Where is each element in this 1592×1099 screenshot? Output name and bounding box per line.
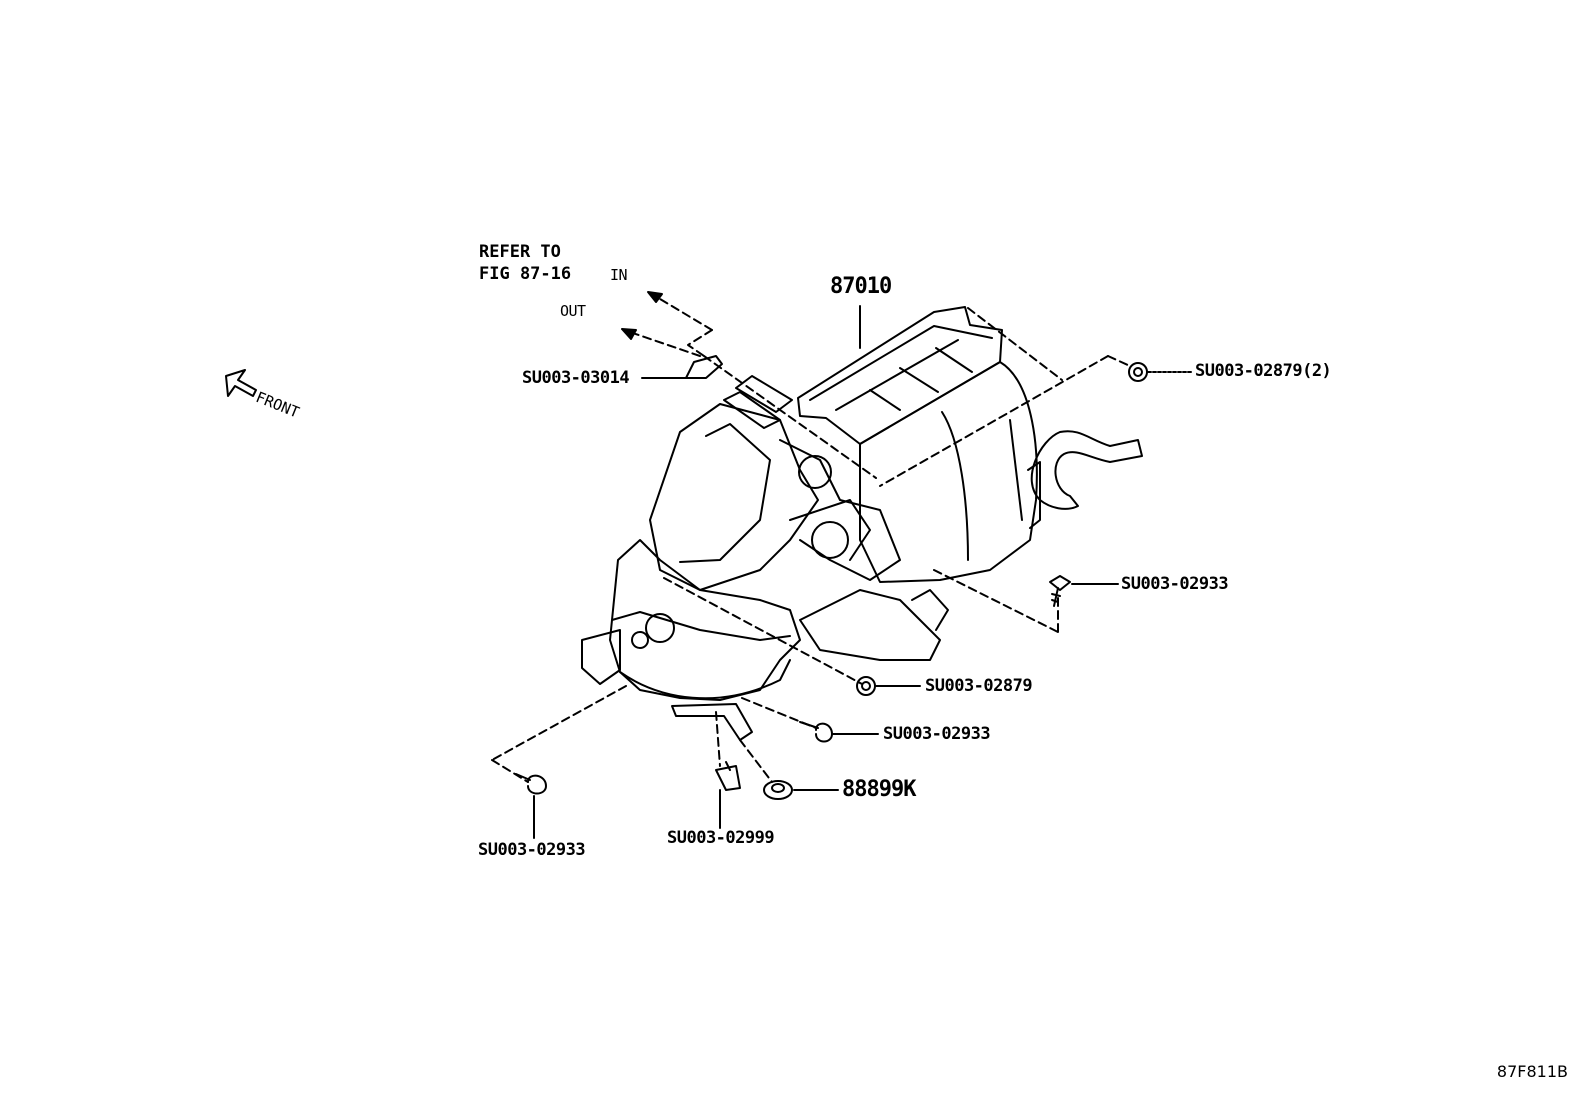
part-label-bolt-right: SU003-02933 <box>1121 574 1229 594</box>
bolt-left-bottom-icon <box>515 773 547 795</box>
dashed-leaders <box>491 307 1131 783</box>
bolt-center-icon <box>799 721 833 743</box>
grommet-icon <box>763 780 793 800</box>
refer-note-line1: REFER TO <box>479 242 561 262</box>
bolt-icon <box>1049 575 1071 607</box>
part-label-nut-center: SU003-02879 <box>925 676 1033 696</box>
figure-id: 87F811B <box>1496 1062 1568 1081</box>
out-arrow-icon <box>621 328 701 357</box>
part-label-main-assembly: 87010 <box>830 274 892 299</box>
nut-center-icon <box>856 676 876 696</box>
part-label-nut-right-top: SU003-02879(2) <box>1195 361 1332 381</box>
part-label-bolt-left-bottom: SU003-02933 <box>478 840 586 860</box>
part-label-clip-top: SU003-03014 <box>522 368 630 388</box>
part-label-bolt-center: SU003-02933 <box>883 724 991 744</box>
nut-icon <box>1128 362 1148 382</box>
in-arrow-icon <box>647 291 713 331</box>
hvac-unit-body <box>581 306 1143 741</box>
clip-icon <box>685 355 723 379</box>
refer-leader-dashed <box>687 329 713 357</box>
refer-note: REFER TO FIG 87-16 <box>479 241 571 285</box>
part-label-grommet: 88899K <box>842 777 916 802</box>
flow-out-label: OUT <box>560 302 586 320</box>
clamp-icon <box>715 761 741 791</box>
refer-note-line2: FIG 87-16 <box>479 264 572 284</box>
flow-in-label: IN <box>610 266 628 284</box>
front-arrow-icon <box>225 369 257 397</box>
part-label-clamp-bottom: SU003-02999 <box>667 828 775 848</box>
